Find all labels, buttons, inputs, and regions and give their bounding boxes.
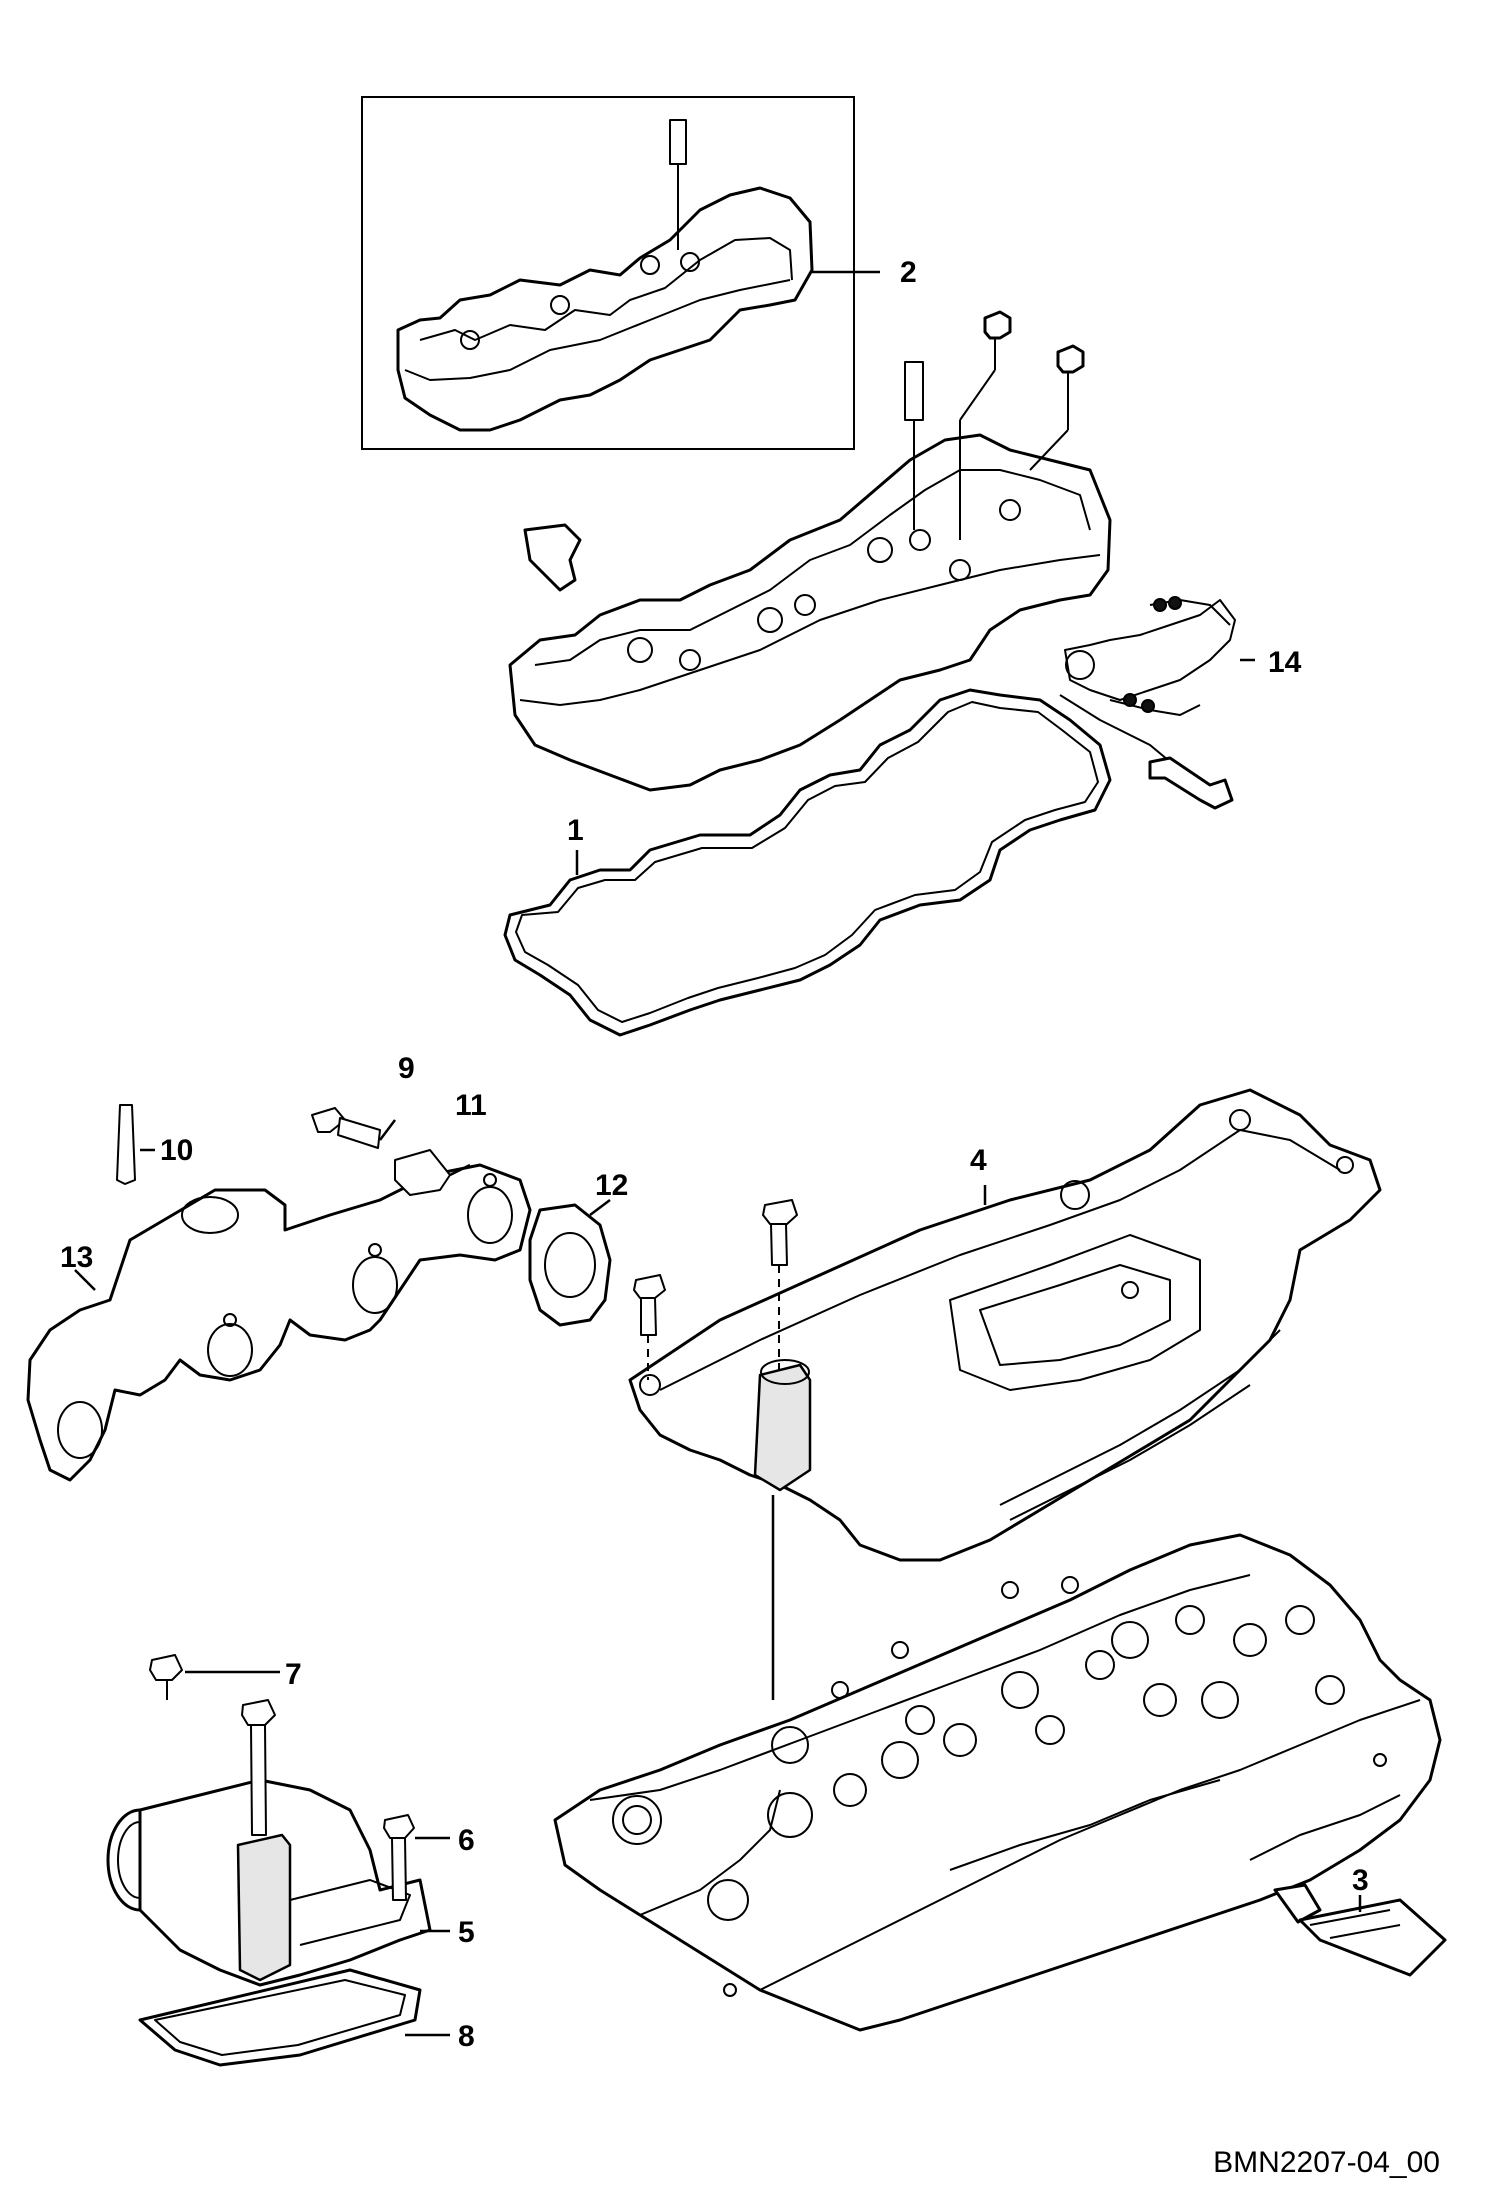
callout-12: 12 — [595, 1169, 628, 1202]
callout-10: 10 — [160, 1134, 193, 1167]
callout-13: 13 — [60, 1241, 93, 1274]
leader-line-12 — [589, 1199, 611, 1216]
callout-3: 3 — [1352, 1864, 1369, 1897]
rocker-cover-alt-part — [396, 119, 814, 432]
callout-9: 9 — [398, 1052, 415, 1085]
callout-11: 11 — [455, 1089, 487, 1122]
callout-7: 7 — [285, 1658, 302, 1691]
thermostat-housing-part — [106, 1654, 432, 1987]
exhaust-manifold-part — [26, 1104, 612, 1482]
callout-1: 1 — [567, 814, 584, 847]
callout-8: 8 — [458, 2020, 475, 2053]
thermostat-gasket-part — [138, 1968, 422, 2067]
leader-line-9 — [379, 1119, 396, 1141]
sealant-tube-part — [1273, 1883, 1447, 1977]
callout-4: 4 — [970, 1144, 987, 1177]
callout-14: 14 — [1268, 646, 1302, 679]
reference-code: BMN2207-04_00 — [1213, 2146, 1440, 2179]
callout-5: 5 — [458, 1916, 475, 1949]
rocker-cover-part — [508, 310, 1112, 792]
wiring-harness-part — [1059, 596, 1236, 810]
cylinder-head-part — [553, 1533, 1442, 2032]
callout-6: 6 — [458, 1824, 475, 1857]
rocker-cover-gasket-part — [503, 688, 1112, 1037]
leader-line-11 — [449, 1163, 471, 1177]
callout-2: 2 — [900, 256, 917, 289]
intake-manifold-part — [628, 1088, 1382, 1562]
leader-line-13 — [74, 1269, 96, 1291]
